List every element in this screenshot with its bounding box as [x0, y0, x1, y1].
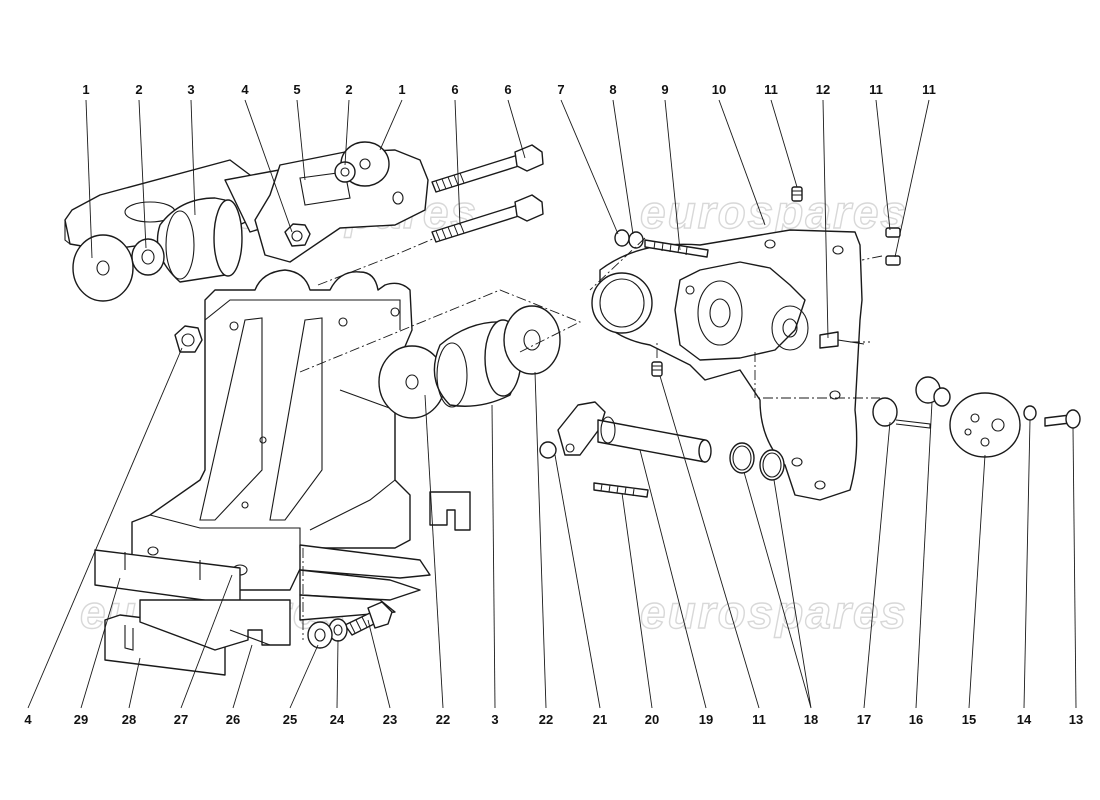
stud-part-20	[593, 482, 649, 498]
callout-26: 26	[226, 712, 240, 727]
callout-22: 22	[436, 712, 450, 727]
callout-10: 10	[712, 82, 726, 97]
callout-1: 1	[398, 82, 405, 97]
o-ring-part-18	[729, 442, 785, 481]
main-bracket-part-27	[131, 269, 413, 591]
callout-25: 25	[283, 712, 297, 727]
callout-12: 12	[816, 82, 830, 97]
bolt-part-13	[1044, 409, 1081, 429]
callout-3: 3	[187, 82, 194, 97]
callout-11: 11	[869, 82, 883, 97]
washer-part-22-right	[503, 305, 561, 375]
callout-17: 17	[857, 712, 871, 727]
shim-side-plates	[429, 491, 471, 531]
callout-15: 15	[962, 712, 976, 727]
grub-screw-part-11-right	[885, 227, 901, 266]
axis-line-stud	[589, 237, 646, 291]
callout-13: 13	[1069, 712, 1083, 727]
leader-lines	[27, 99, 1077, 709]
callout-6: 6	[451, 82, 458, 97]
nut-part-7	[614, 229, 630, 247]
shim-part-26	[139, 599, 291, 651]
shim-stack-right	[299, 544, 431, 621]
callout-23: 23	[383, 712, 397, 727]
callout-20: 20	[645, 712, 659, 727]
bolt-part-23	[344, 601, 393, 636]
watermark-bottom-right: eurospares	[640, 586, 908, 638]
watermark-top-right: eurospares	[640, 186, 908, 238]
washer-part-1-left	[72, 234, 134, 302]
callout-5: 5	[293, 82, 300, 97]
stud-part-9	[644, 239, 709, 258]
callout-2: 2	[345, 82, 352, 97]
callout-1: 1	[82, 82, 89, 97]
axis-line-upper	[317, 237, 436, 286]
washer-part-8	[628, 231, 644, 249]
callout-18: 18	[804, 712, 818, 727]
nut-part-25	[307, 621, 333, 649]
callout-7: 7	[557, 82, 564, 97]
callout-2: 2	[135, 82, 142, 97]
washer-part-2-left	[131, 238, 165, 276]
bolt-part-6-lower	[431, 194, 544, 243]
callout-8: 8	[609, 82, 616, 97]
cover-part-15	[949, 392, 1021, 458]
mount-housing-part-5	[224, 149, 429, 263]
callout-11: 11	[752, 712, 766, 727]
callout-11: 11	[764, 82, 778, 97]
callout-29: 29	[74, 712, 88, 727]
bolt-part-6-upper	[431, 144, 544, 193]
callout-3: 3	[491, 712, 498, 727]
bushing-part-3-upper	[156, 197, 243, 283]
nut-part-21	[539, 441, 557, 459]
callout-21: 21	[593, 712, 607, 727]
axis-line-right	[850, 255, 883, 343]
washer-part-14	[1023, 405, 1037, 421]
nut-part-4-lower	[174, 325, 203, 353]
callout-28: 28	[122, 712, 136, 727]
callout-24: 24	[330, 712, 345, 727]
axis-line-gears	[754, 352, 880, 399]
washer-part-22-left	[378, 345, 446, 419]
axis-line-bushing	[299, 289, 582, 373]
callout-6: 6	[504, 82, 511, 97]
callout-19: 19	[699, 712, 713, 727]
callout-4: 4	[24, 712, 32, 727]
pump-housing-part-10	[591, 229, 863, 501]
callout-11: 11	[922, 82, 936, 97]
callout-22: 22	[539, 712, 553, 727]
gear-part-16	[915, 376, 951, 407]
gear-shaft-part-17	[872, 397, 931, 429]
callout-27: 27	[174, 712, 188, 727]
callout-4: 4	[241, 82, 249, 97]
callout-16: 16	[909, 712, 923, 727]
shaft-part-19	[557, 401, 712, 463]
callout-9: 9	[661, 82, 668, 97]
grub-screw-part-11-top	[791, 186, 803, 202]
grub-screw-part-11-mid	[651, 361, 663, 377]
callout-14: 14	[1017, 712, 1032, 727]
